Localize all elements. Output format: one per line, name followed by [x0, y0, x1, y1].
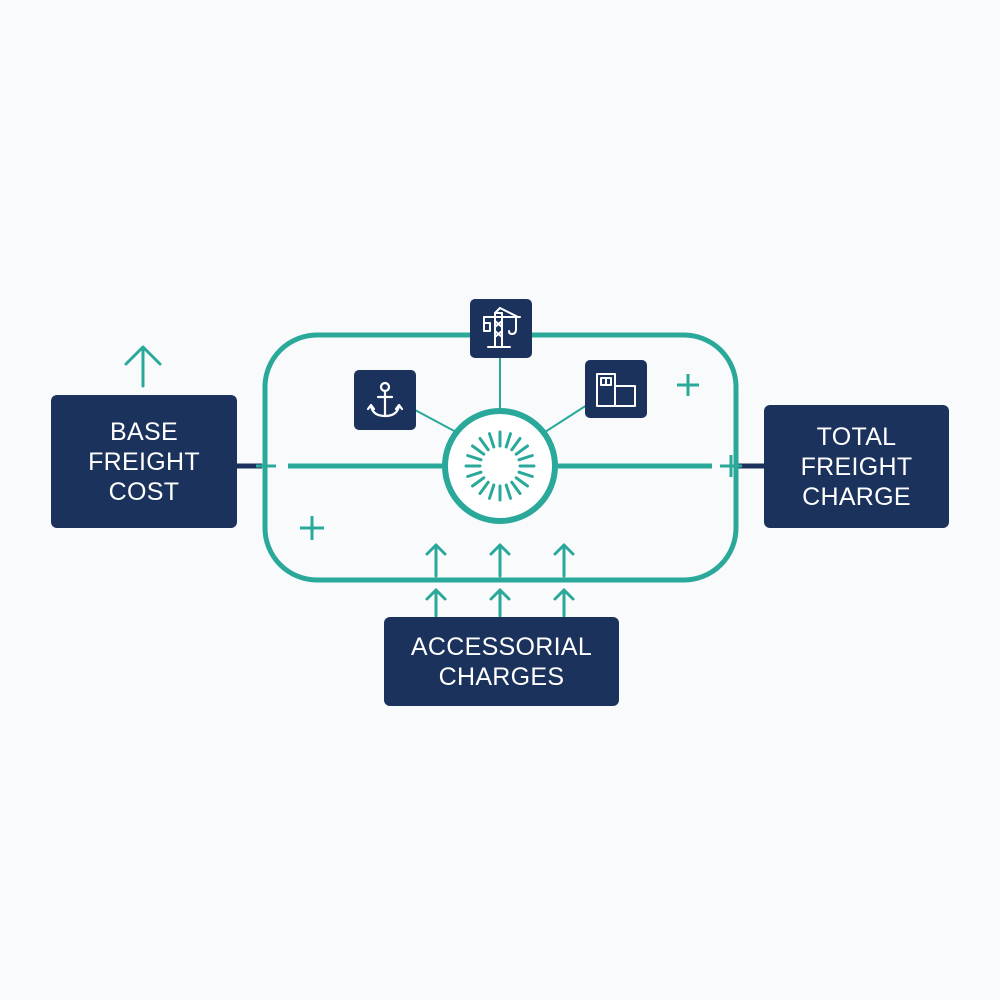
- base-freight-cost-line3: COST: [108, 477, 180, 506]
- sunburst-ray: [514, 476, 529, 488]
- sunburst-ray: [488, 483, 496, 500]
- sunburst-ray: [517, 454, 534, 462]
- plus-icon: [256, 456, 276, 476]
- sunburst-ray: [471, 476, 486, 488]
- up-arrow-icon: [489, 543, 511, 618]
- anchor-icon: [354, 370, 416, 430]
- base-freight-cost-line2: FREIGHT: [88, 447, 200, 476]
- sunburst-ray: [466, 454, 483, 462]
- total-freight-charge-line2: FREIGHT: [800, 452, 913, 481]
- sunburst-ray: [514, 444, 529, 456]
- sunburst-ray: [471, 444, 486, 456]
- total-freight-charge-box: TOTAL FREIGHT CHARGE: [764, 405, 949, 528]
- total-freight-charge-line1: TOTAL: [816, 422, 897, 451]
- sunburst-ray: [517, 470, 534, 478]
- sunburst-ray: [488, 432, 496, 449]
- sunburst-ray: [504, 483, 512, 500]
- plus-icon: [677, 374, 699, 396]
- container-icon: [585, 360, 647, 418]
- sunburst-ray: [478, 437, 490, 452]
- base-freight-cost-line1: BASE: [110, 417, 178, 446]
- spoke-container: [544, 404, 588, 433]
- sunburst-ray: [504, 432, 512, 449]
- sunburst-icon: [442, 408, 558, 524]
- accessorial-charges-line2: CHARGES: [438, 662, 565, 691]
- spoke-anchor: [414, 409, 459, 434]
- accessorial-charges-line1: ACCESSORIAL: [410, 632, 593, 661]
- up-arrow-icon: [553, 543, 575, 618]
- sunburst-ray: [466, 470, 483, 478]
- total-freight-charge-line3: CHARGE: [802, 482, 911, 511]
- up-arrow-icon: [425, 543, 447, 618]
- crane-icon: [470, 299, 532, 358]
- sunburst-ray: [510, 480, 522, 495]
- up-arrow-icon: [124, 345, 162, 388]
- sunburst-ray: [510, 437, 522, 452]
- sunburst-ray: [478, 480, 490, 495]
- plus-icon: [300, 516, 324, 540]
- plus-icon: [720, 455, 742, 477]
- accessorial-charges-box: ACCESSORIAL CHARGES: [384, 617, 619, 706]
- base-freight-cost-box: BASE FREIGHT COST: [51, 395, 237, 528]
